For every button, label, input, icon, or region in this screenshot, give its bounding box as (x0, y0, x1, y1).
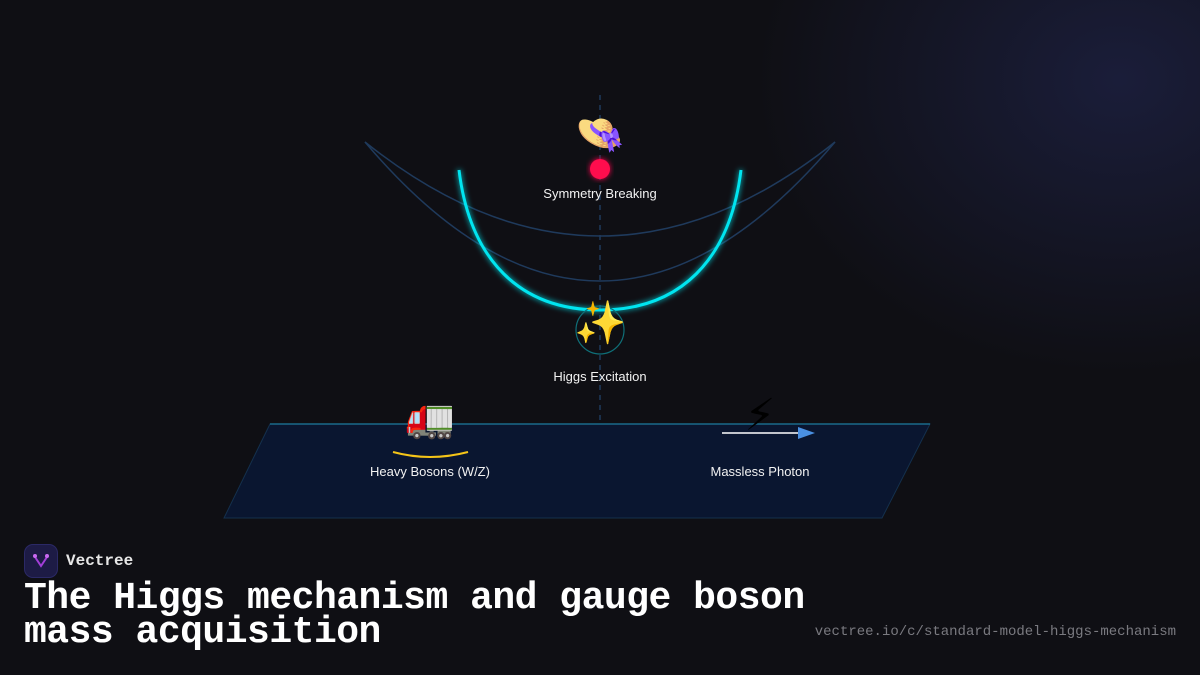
sparkles-icon: ✨ (574, 298, 627, 347)
vacuum-ball (590, 159, 610, 179)
massless-photon-label: Massless Photon (710, 464, 810, 479)
background-curve-inner (364, 141, 836, 282)
photon-arrow-head (798, 427, 815, 439)
heavy-bosons-label: Heavy Bosons (W/Z) (370, 464, 490, 479)
truck-icon: 🚛 (405, 395, 455, 441)
page-title: The Higgs mechanism and gauge boson mass… (24, 577, 805, 654)
hat-icon: 👒 (575, 111, 625, 157)
heavy-boson-arc (392, 451, 469, 458)
source-url: vectree.io/c/standard-model-higgs-mechan… (814, 624, 1176, 640)
higgs-excitation-label: Higgs Excitation (553, 369, 647, 384)
brand: Vectree (24, 544, 133, 578)
brand-name: Vectree (66, 552, 134, 570)
field-plane (223, 423, 931, 519)
symmetry-breaking-label: Symmetry Breaking (543, 186, 657, 201)
lightning-icon: ⚡ (744, 390, 776, 441)
vectree-logo-icon (24, 544, 58, 578)
potential-curve (457, 169, 743, 312)
excitation-ring (575, 305, 625, 355)
